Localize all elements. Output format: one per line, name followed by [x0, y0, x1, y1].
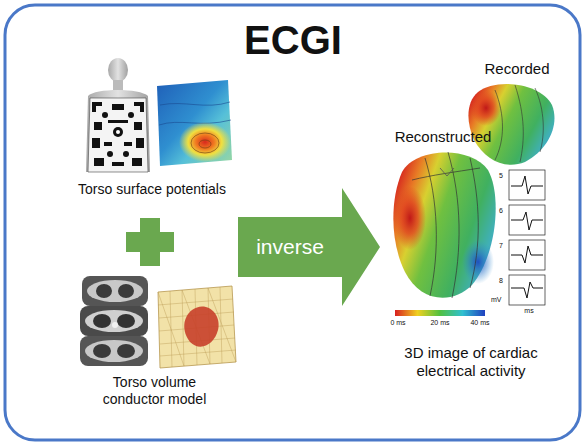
caption-label: Torso volume conductor model: [92, 374, 217, 408]
part-label: Recorded: [458, 60, 576, 78]
lead-number: 6: [499, 207, 508, 215]
scale-label: 40 ms: [466, 319, 494, 327]
reconstructed-heart: [393, 152, 495, 298]
ct-slices: [80, 276, 148, 366]
torso-mannequin: [86, 58, 150, 172]
lead-number: 5: [499, 172, 508, 180]
scale-label: 0 ms: [386, 319, 410, 327]
plus-sign: [126, 218, 174, 266]
title: ECGI: [193, 16, 393, 64]
potential-map: [157, 80, 232, 166]
lead-number: 8: [499, 277, 508, 285]
arrow-fill: [238, 188, 380, 306]
recorded-heart: [468, 84, 554, 165]
color-bar: [395, 310, 485, 316]
arrow-label: inverse: [238, 188, 342, 259]
scale-label: 20 ms: [426, 319, 454, 327]
caption-label: Torso surface potentials: [72, 181, 232, 198]
caption-label: 3D image of cardiac electrical activity: [396, 344, 546, 380]
unit-label: ms: [521, 307, 537, 315]
unit-label: mV: [491, 296, 507, 304]
frame: [5, 5, 580, 440]
inverse-arrow: inverse: [238, 188, 380, 306]
torso-mesh: [158, 286, 236, 368]
ecg-traces: [509, 170, 545, 305]
lead-number: 7: [499, 242, 508, 250]
part-label: Reconstructed: [380, 128, 506, 146]
